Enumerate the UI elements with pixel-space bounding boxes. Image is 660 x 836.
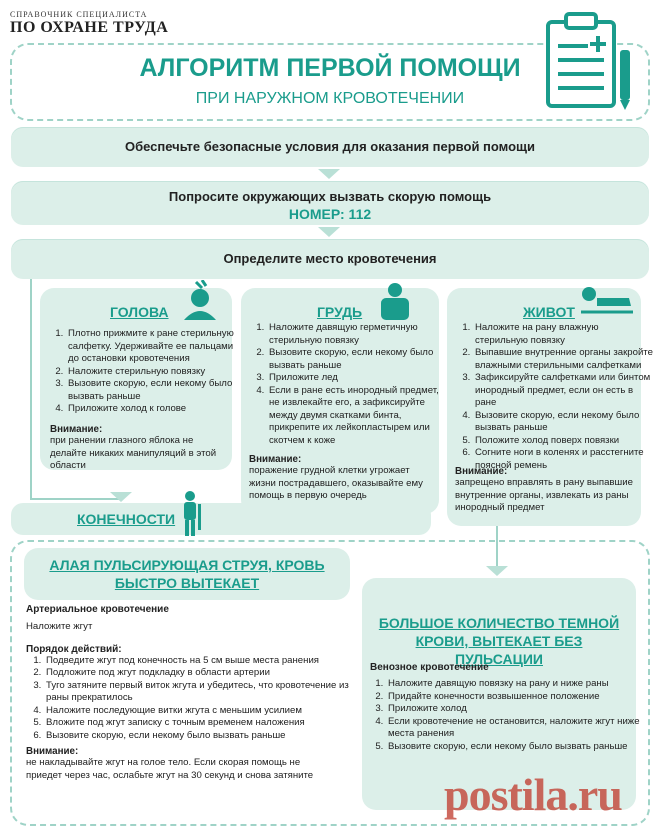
limbs-frame	[10, 540, 650, 826]
emergency-number: НОМЕР: 112	[288, 206, 372, 222]
list-item: Зафиксируйте салфетками или бинтом иноро…	[473, 372, 653, 410]
list-item: Вложите под жгут записку с точным времен…	[44, 717, 356, 730]
limbs-bar: КОНЕЧНОСТИ	[11, 503, 431, 535]
venous-steps: Наложите давящую повязку на рану и ниже …	[366, 678, 646, 753]
venous-title: БОЛЬШОЕ КОЛИЧЕСТВО ТЕМНОЙ КРОВИ, ВЫТЕКАЕ…	[378, 615, 620, 667]
list-item: Выпавшие внутренние органы закройте влаж…	[473, 347, 653, 372]
brand-bottom: ПО ОХРАНЕ ТРУДА	[10, 19, 169, 36]
list-item: Вызовите скорую, если некому было вызват…	[386, 741, 646, 754]
head-steps: Плотно прижмите к ране стерильную салфет…	[46, 328, 242, 416]
arterial-title: АЛАЯ ПУЛЬСИРУЮЩАЯ СТРУЯ, КРОВЬ БЫСТРО ВЫ…	[49, 557, 325, 591]
list-item: Подведите жгут под конечность на 5 см вы…	[44, 655, 356, 668]
connector-line	[496, 526, 498, 570]
arterial-order-title: Порядок действий:	[26, 643, 122, 655]
arrow-down-icon	[318, 169, 340, 179]
belly-note: запрещено вправлять в рану выпавшие внут…	[455, 477, 633, 513]
chest-steps: Наложите давящую герметичную стерильную …	[247, 322, 449, 447]
list-item: Вызовите скорую, если некому было вызват…	[473, 410, 653, 435]
belly-note-title: Внимание:	[455, 466, 508, 477]
list-item: Придайте конечности возвышенное положени…	[386, 691, 646, 704]
arterial-type: Артериальное кровотечение	[26, 604, 169, 615]
list-item: Если кровотечение не остановится, наложи…	[386, 716, 646, 741]
list-item: Подложите под жгут подкладку в области а…	[44, 667, 356, 680]
list-item: Наложите на рану влажную стерильную повя…	[473, 322, 653, 347]
chest-icon	[381, 283, 409, 320]
belly-steps: Наложите на рану влажную стерильную повя…	[453, 322, 653, 472]
step-call-ambulance: Попросите окружающих вызвать скорую помо…	[11, 181, 649, 225]
arterial-note: не накладывайте жгут на голое тело. Если…	[26, 757, 314, 781]
arterial-card: АЛАЯ ПУЛЬСИРУЮЩАЯ СТРУЯ, КРОВЬ БЫСТРО ВЫ…	[24, 548, 350, 600]
belly-card: ЖИВОТ Наложите на рану влажную стерильну…	[447, 287, 653, 526]
arrow-down-icon	[318, 227, 340, 237]
page-subtitle: ПРИ НАРУЖНОМ КРОВОТЕЧЕНИИ	[195, 90, 465, 107]
chest-note: поражение грудной клетки угрожает жизни …	[249, 465, 423, 501]
arterial-body: Артериальное кровотечение Наложите жгут …	[26, 604, 356, 782]
step-locate-bleeding: Определите место кровотечения	[11, 239, 649, 279]
limbs-title: КОНЕЧНОСТИ	[77, 511, 176, 527]
head-title: ГОЛОВА	[110, 304, 169, 320]
clipboard-icon	[546, 12, 630, 110]
step-locate-bleeding-text: Определите место кровотечения	[223, 251, 437, 266]
list-item: Вызовите скорую, если некому было вызват…	[267, 347, 449, 372]
venous-card: БОЛЬШОЕ КОЛИЧЕСТВО ТЕМНОЙ КРОВИ, ВЫТЕКАЕ…	[362, 578, 640, 810]
list-item: Плотно прижмите к ране стерильную салфет…	[66, 328, 242, 366]
step-safe-conditions-text: Обеспечьте безопасные условия для оказан…	[124, 139, 536, 154]
limb-injury-icon	[184, 491, 201, 536]
arrow-down-icon	[486, 566, 508, 576]
connector-line	[30, 498, 120, 500]
belly-title: ЖИВОТ	[523, 304, 575, 320]
list-item: Если в ране есть инородный предмет, не и…	[267, 385, 449, 448]
title-frame	[10, 43, 650, 121]
chest-title: ГРУДЬ	[317, 304, 363, 320]
page-title: АЛГОРИТМ ПЕРВОЙ ПОМОЩИ	[139, 54, 521, 82]
watermark: postila.ru	[444, 769, 623, 820]
lying-person-icon	[581, 287, 633, 314]
chest-note-title: Внимание:	[249, 454, 302, 465]
chest-card: ГРУДЬ Наложите давящую герметичную стери…	[241, 283, 439, 514]
step-call-ambulance-text: Попросите окружающих вызвать скорую помо…	[168, 189, 492, 204]
list-item: Приложите лед	[267, 372, 449, 385]
list-item: Приложите холод к голове	[66, 403, 242, 416]
connector-line	[30, 279, 32, 499]
list-item: Положите холод поверх повязки	[473, 435, 653, 448]
head-card: ГОЛОВА Плотно прижмите к ране стерильную…	[40, 280, 234, 471]
list-item: Наложите давящую герметичную стерильную …	[267, 322, 449, 347]
list-item: Наложите стерильную повязку	[66, 366, 242, 379]
list-item: Вызовите скорую, если некому было вызват…	[66, 378, 242, 403]
head-injury-icon	[184, 280, 216, 320]
step-safe-conditions: Обеспечьте безопасные условия для оказан…	[11, 127, 649, 167]
venous-type: Венозное кровотечение	[370, 662, 489, 673]
brand-top: СПРАВОЧНИК СПЕЦИАЛИСТА	[10, 10, 148, 19]
arterial-steps: Подведите жгут под конечность на 5 см вы…	[26, 655, 356, 743]
list-item: Туго затяните первый виток жгута и убеди…	[44, 680, 356, 705]
arterial-note-title: Внимание:	[26, 746, 79, 757]
brand-logo: СПРАВОЧНИК СПЕЦИАЛИСТА ПО ОХРАНЕ ТРУДА	[10, 10, 170, 37]
arterial-action: Наложите жгут	[26, 621, 93, 632]
list-item: Наложите давящую повязку на рану и ниже …	[386, 678, 646, 691]
list-item: Согните ноги в коленях и расстегните поя…	[473, 447, 653, 472]
head-note-title: Внимание:	[50, 424, 103, 435]
list-item: Вызовите скорую, если некому было вызват…	[44, 730, 356, 743]
list-item: Наложите последующие витки жгута с меньш…	[44, 705, 356, 718]
arrow-down-icon	[110, 492, 132, 502]
head-note: при ранении глазного яблока не делайте н…	[50, 435, 217, 471]
list-item: Приложите холод	[386, 703, 646, 716]
